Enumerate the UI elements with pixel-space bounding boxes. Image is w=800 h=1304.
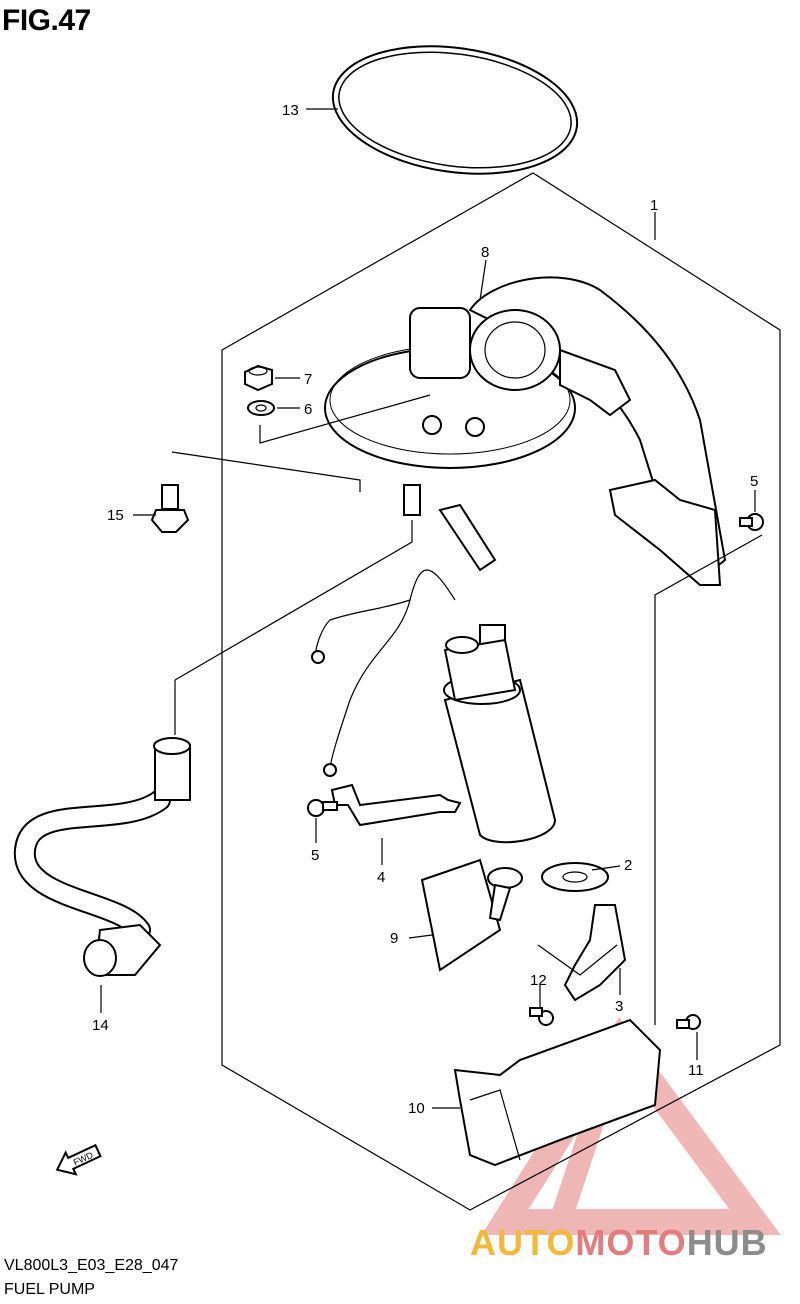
callout-2: 2	[624, 857, 632, 874]
callout-5-left: 5	[311, 847, 319, 864]
wiring-harness	[311, 569, 506, 777]
washer-part	[247, 400, 275, 416]
callout-10: 10	[408, 1100, 425, 1117]
callout-5-right: 5	[750, 473, 758, 490]
figure-caption: FUEL PUMP	[4, 1281, 95, 1298]
callout-8: 8	[481, 244, 489, 261]
o-ring-part	[331, 45, 579, 175]
screw-part-right	[739, 513, 764, 531]
filter-part	[420, 858, 523, 972]
bracket-part	[563, 904, 627, 1002]
model-code: VL800L3_E03_E28_047	[4, 1257, 179, 1274]
callout-4: 4	[377, 869, 385, 886]
figure-title: FIG.47	[2, 4, 91, 37]
fuel-pump-body	[443, 636, 557, 844]
callout-12: 12	[530, 972, 547, 989]
callout-14: 14	[92, 1017, 109, 1034]
callout-15: 15	[107, 507, 124, 524]
fuel-hose-part	[13, 737, 191, 977]
pump-plate	[324, 276, 727, 586]
callout-7: 7	[304, 371, 312, 388]
clamp-part	[330, 783, 462, 827]
screw-part-left	[307, 799, 338, 817]
watermark-auto: AUTO	[470, 1222, 576, 1263]
hose-bolt-part	[150, 484, 190, 533]
callout-1: 1	[650, 197, 658, 214]
bracket-bolt-part	[529, 1007, 554, 1026]
cushion-part	[541, 862, 609, 892]
nut-part	[244, 364, 273, 392]
assembly-boundary	[221, 172, 781, 1211]
watermark-hub: HUB	[686, 1222, 768, 1263]
fwd-arrow: FWD	[55, 1143, 102, 1176]
watermark-text: AUTOMOTOHUB	[470, 1222, 768, 1264]
callout-6: 6	[304, 401, 312, 418]
callout-3: 3	[615, 998, 623, 1015]
callout-9: 9	[390, 930, 398, 947]
callout-13: 13	[282, 102, 299, 119]
guard-bolt-part	[676, 1014, 701, 1030]
callout-11: 11	[688, 1062, 704, 1079]
leader-lines	[100, 108, 763, 1109]
watermark-moto: MOTO	[575, 1222, 687, 1263]
fuel-guard-part	[453, 1018, 662, 1167]
